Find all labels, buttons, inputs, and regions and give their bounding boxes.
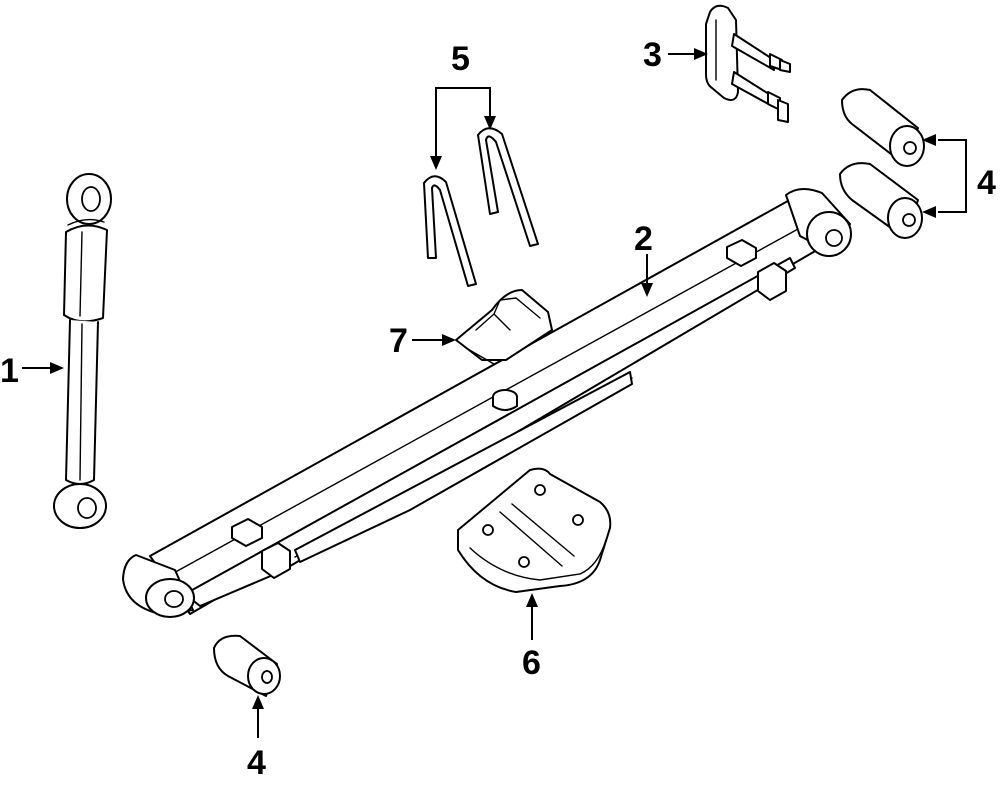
- spring-plate: [457, 467, 612, 593]
- callout-4-bottom: 4: [247, 744, 266, 782]
- callout-4-right: 4: [977, 164, 996, 202]
- leader-lines: [22, 48, 967, 738]
- callout-6: 6: [522, 644, 541, 682]
- bushing-upper: [841, 88, 925, 167]
- spring-seat: [455, 289, 553, 365]
- u-bolt-left: [423, 175, 477, 287]
- callout-1: 1: [0, 352, 19, 390]
- callout-2: 2: [634, 220, 653, 258]
- bushing-lower: [213, 634, 281, 697]
- callout-5: 5: [451, 40, 470, 78]
- leaf-spring: [122, 188, 852, 618]
- spring-shackle: [705, 4, 791, 123]
- callout-3: 3: [643, 36, 662, 74]
- shock-absorber: [53, 173, 112, 529]
- u-bolt-right: [477, 127, 539, 247]
- callout-7: 7: [389, 322, 408, 360]
- bushing-middle: [839, 162, 923, 239]
